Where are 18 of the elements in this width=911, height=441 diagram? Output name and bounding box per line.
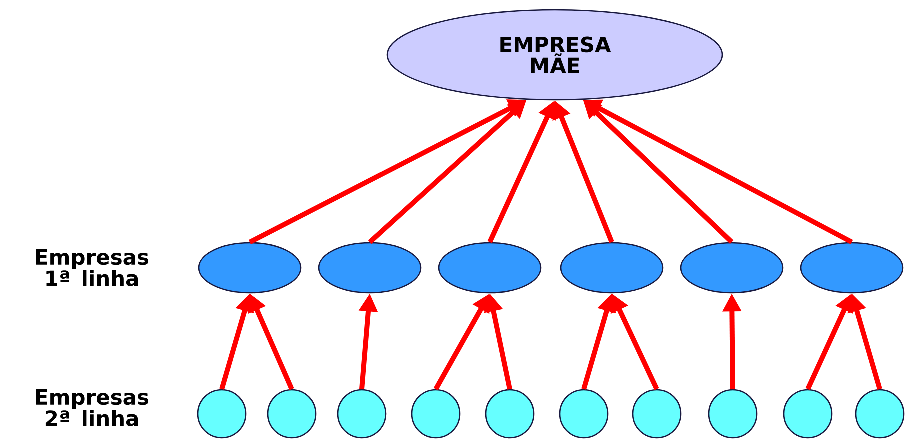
company-circle — [632, 389, 682, 439]
company-ellipse — [560, 242, 664, 294]
company-ellipse — [800, 242, 904, 294]
level-label: Empresas 1ª linha — [36, 250, 149, 286]
company-circle — [197, 389, 247, 439]
company-circle — [411, 389, 461, 439]
company-circle — [708, 389, 758, 439]
company-circle — [267, 389, 317, 439]
company-ellipse — [438, 242, 542, 294]
company-circle — [485, 389, 535, 439]
company-ellipse — [680, 242, 784, 294]
company-circle — [855, 389, 905, 439]
company-ellipse — [318, 242, 422, 294]
company-ellipse — [198, 242, 302, 294]
level-label: Empresas 2ª linha — [36, 390, 149, 426]
company-circle — [783, 389, 833, 439]
company-circle — [337, 389, 387, 439]
company-circle — [559, 389, 609, 439]
